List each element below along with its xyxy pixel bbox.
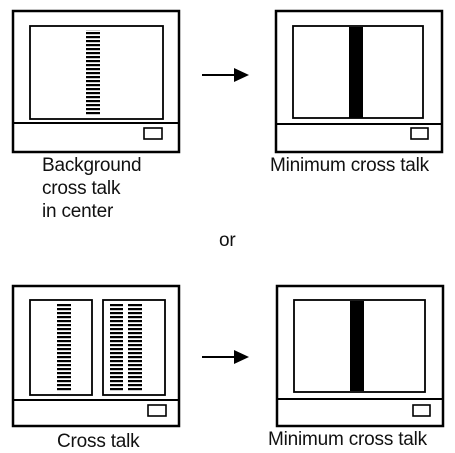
crosstalk-stripes-right-2 — [128, 304, 142, 392]
crosstalk-stripes-center — [86, 30, 100, 116]
caption-background-crosstalk-line1: Background — [42, 155, 142, 176]
caption-crosstalk: Cross talk — [57, 431, 140, 452]
solid-band-center — [350, 301, 364, 391]
caption-minimum-crosstalk-2: Minimum cross talk — [268, 429, 427, 450]
caption-background-crosstalk-line2: cross talk — [42, 178, 121, 199]
caption-background-crosstalk-line3: in center — [42, 201, 114, 222]
crosstalk-stripes-right — [110, 304, 123, 392]
monitor-button — [147, 404, 167, 417]
caption-minimum-crosstalk-1: Minimum cross talk — [270, 155, 429, 176]
connector-or: or — [219, 230, 236, 251]
solid-band-center — [349, 27, 363, 118]
arrow-right-1 — [202, 68, 249, 82]
monitor-before-1 — [11, 9, 181, 154]
monitor-button — [412, 404, 431, 417]
monitor-button — [410, 127, 429, 140]
monitor-after-1 — [274, 9, 444, 154]
monitor-before-2 — [11, 284, 181, 428]
arrow-right-2 — [202, 350, 249, 364]
monitor-after-2 — [275, 284, 445, 428]
monitor-button — [143, 127, 163, 140]
crosstalk-stripes-left — [57, 304, 71, 392]
